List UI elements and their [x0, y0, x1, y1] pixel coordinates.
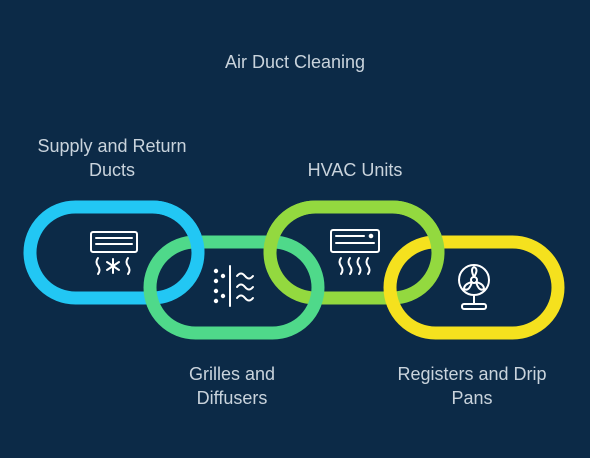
- air-vent-icon: [213, 265, 254, 307]
- chain-link-grilles-and-diffusers: [143, 235, 325, 340]
- label-supply-and-return-ducts: Supply and Return Ducts: [37, 136, 187, 180]
- interlock-lime-over-yellow: [392, 200, 445, 253]
- interlock-cyan-over-green: [152, 200, 205, 253]
- fan-icon: [458, 264, 490, 310]
- air-conditioner-cold-icon: [90, 231, 138, 275]
- label-grilles-and-diffusers: Grilles and Diffusers: [188, 364, 276, 408]
- label-hvac-units: HVAC Units: [307, 160, 403, 180]
- label-registers-and-drip-pans: Registers and Drip Pans: [397, 364, 547, 408]
- chain-link-registers-and-drip-pans: [383, 235, 565, 340]
- interlock-lime-over-green: [263, 200, 316, 253]
- diagram-title: Air Duct Cleaning: [224, 52, 366, 72]
- air-conditioner-heat-icon: [330, 229, 380, 275]
